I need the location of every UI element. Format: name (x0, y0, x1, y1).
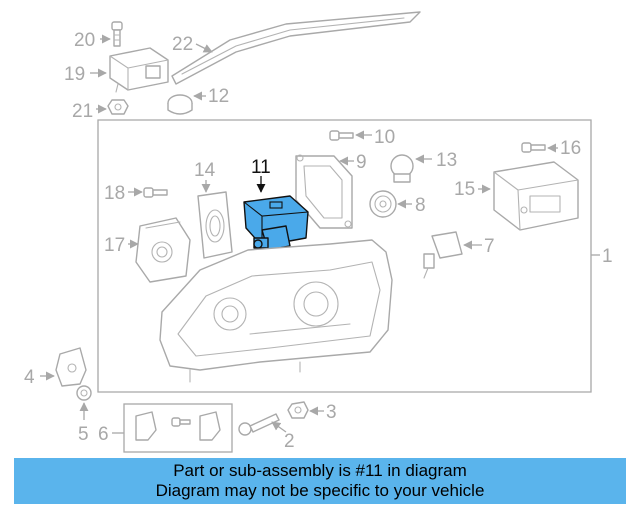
part-6-repair-kit[interactable] (123, 403, 233, 453)
callout-6: 6 (98, 424, 109, 445)
callout-21: 21 (72, 101, 93, 122)
callout-12: 12 (208, 86, 229, 107)
callout-1: 1 (602, 246, 613, 267)
callout-16: 16 (560, 138, 581, 159)
callout-10: 10 (374, 127, 395, 148)
callout-19: 19 (64, 64, 85, 85)
part-2-bolt[interactable] (238, 413, 280, 436)
part-18-screw[interactable] (143, 187, 168, 198)
callout-17: 17 (104, 235, 125, 256)
part-12-cap[interactable] (167, 94, 193, 115)
parts-diagram: 20 19 21 22 12 10 9 (24, 11, 613, 453)
callout-5: 5 (78, 424, 89, 445)
part-1-headlamp[interactable] (159, 239, 393, 383)
info-banner: Part or sub-assembly is #11 in diagram D… (14, 458, 626, 504)
part-8-cap[interactable] (369, 190, 397, 218)
banner-line-1: Part or sub-assembly is #11 in diagram (173, 461, 467, 480)
part-3-nut[interactable] (287, 401, 309, 419)
part-5-clip[interactable] (76, 385, 92, 401)
callout-22: 22 (172, 34, 193, 55)
callout-2: 2 (284, 431, 295, 452)
part-22-trim-strip[interactable] (171, 11, 421, 85)
part-10-screw[interactable] (329, 130, 354, 141)
part-21-nut[interactable] (107, 99, 129, 115)
part-11-motor-highlighted[interactable] (243, 195, 309, 251)
callout-13: 13 (436, 150, 457, 171)
part-9-bracket[interactable] (295, 154, 353, 229)
part-19-control-module[interactable] (109, 47, 169, 93)
callout-11: 11 (251, 157, 271, 178)
callout-3: 3 (326, 402, 337, 423)
part-15-ballast[interactable] (493, 161, 579, 231)
part-16-screw[interactable] (521, 142, 546, 153)
callout-20: 20 (74, 30, 95, 51)
part-4-bracket[interactable] (55, 347, 87, 387)
callout-15: 15 (454, 179, 475, 200)
assembly-frame (97, 119, 592, 393)
callout-9: 9 (356, 152, 367, 173)
part-17-module[interactable] (135, 217, 191, 283)
callout-4: 4 (24, 367, 35, 388)
callout-7: 7 (484, 236, 495, 257)
callout-18: 18 (104, 183, 125, 204)
part-14-cover[interactable] (197, 191, 233, 259)
part-20-screw[interactable] (111, 21, 123, 47)
callout-14: 14 (194, 160, 216, 181)
part-7-bulb[interactable] (423, 231, 463, 279)
banner-line-2: Diagram may not be specific to your vehi… (155, 481, 485, 500)
callout-8: 8 (415, 195, 426, 216)
part-13-bulb[interactable] (390, 154, 414, 183)
